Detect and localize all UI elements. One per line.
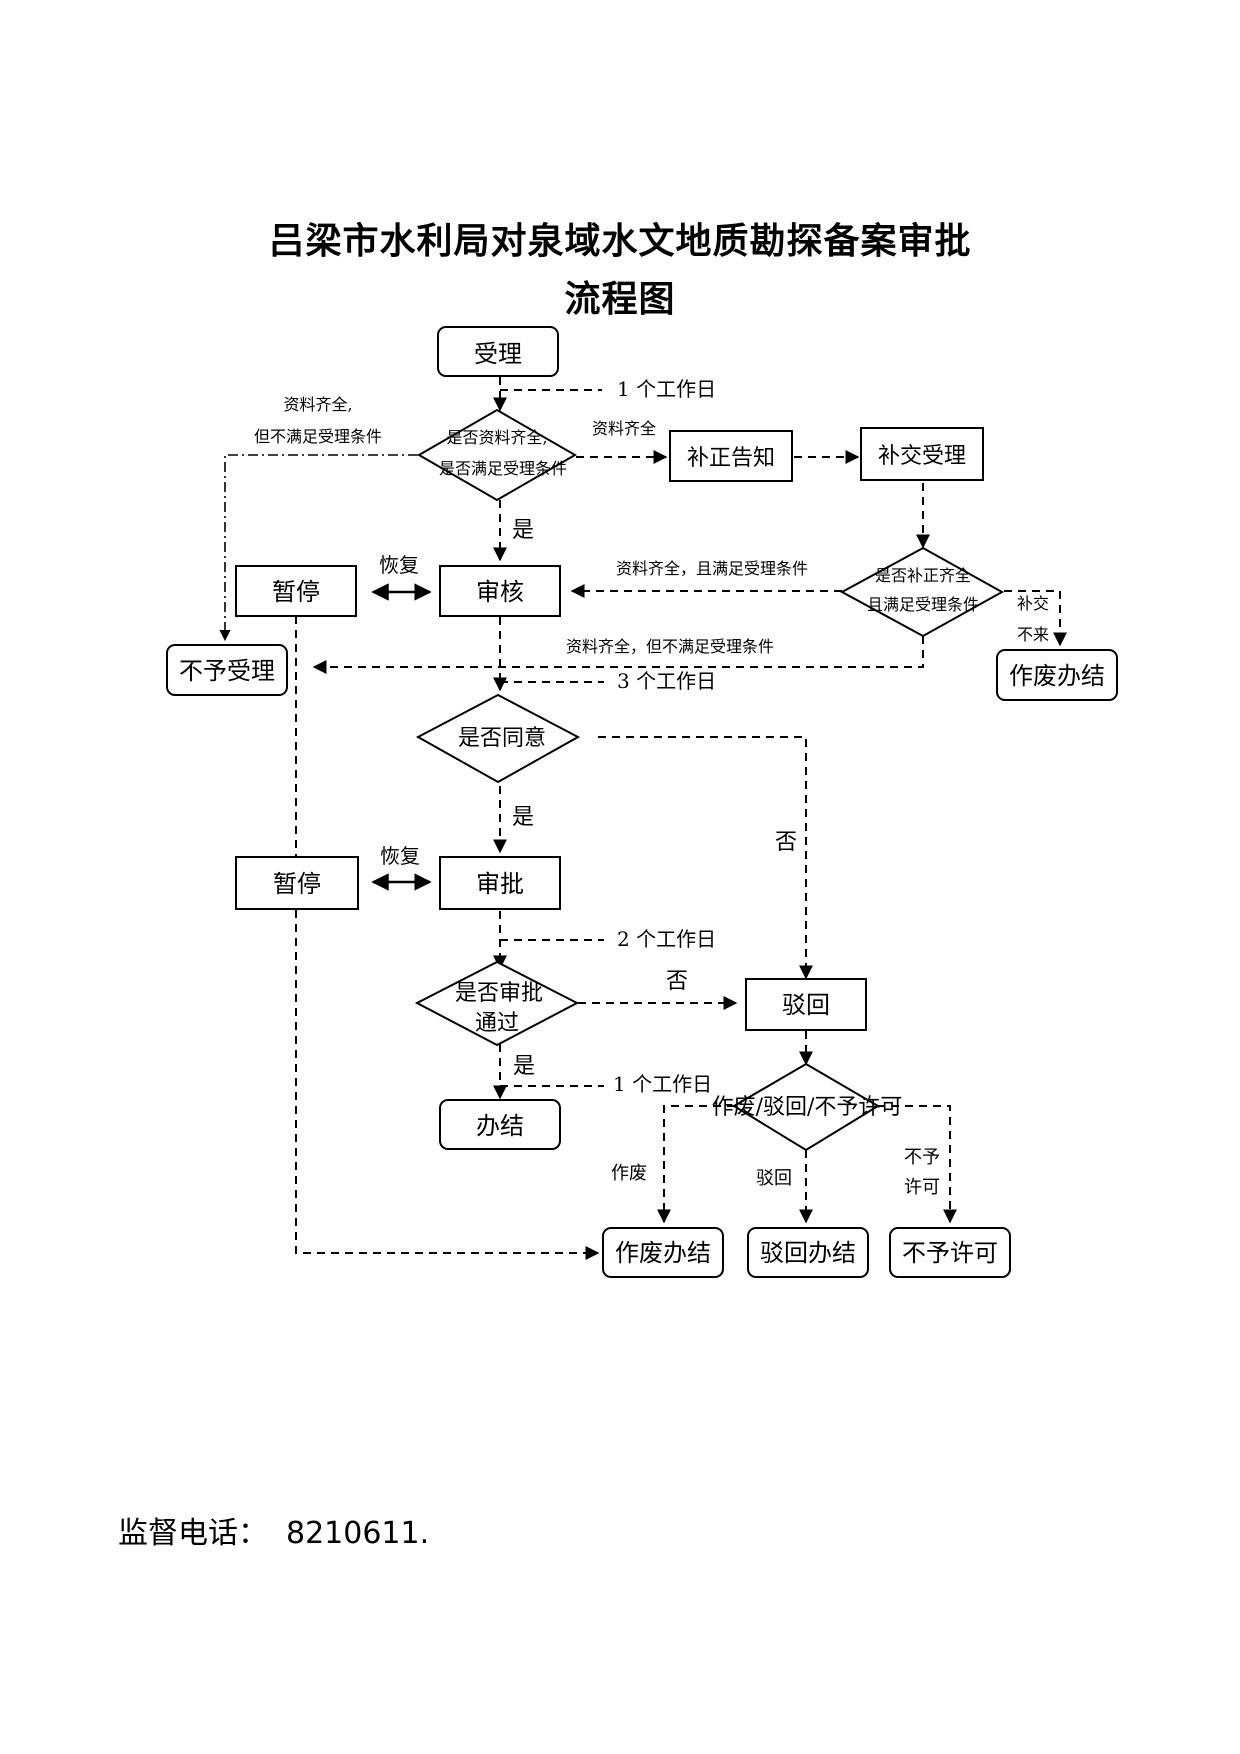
- decision-agree: 是否同意: [415, 693, 581, 784]
- label-yes-2: 是: [512, 805, 534, 830]
- decision-approved: 是否审批 通过: [414, 960, 580, 1047]
- label-deny-2: 许可: [904, 1177, 940, 1198]
- supervision-hotline: 监督电话： 8210611.: [118, 1508, 429, 1552]
- arrow-suspend-to-void: [295, 910, 600, 1260]
- svg-text:审核: 审核: [476, 578, 524, 606]
- svg-text:是否资料齐全,: 是否资料齐全,: [446, 428, 547, 447]
- edge-labels: 1 个工作日 资料齐全, 但不满足受理条件 资料齐全 是 恢复 资料齐全，且满足…: [254, 377, 1049, 1198]
- label-yes-1: 是: [512, 518, 534, 543]
- hotline-number: 8210611.: [286, 1516, 430, 1551]
- svg-text:且满足受理条件: 且满足受理条件: [867, 595, 979, 614]
- page-title: 吕梁市水利局对泉域水文地质勘探备案审批: [268, 221, 972, 262]
- label-resubmit-2: 不来: [1017, 625, 1049, 644]
- decision-check-corrected: 是否补正齐全 且满足受理条件: [839, 546, 1005, 638]
- label-no-1: 否: [775, 830, 797, 855]
- svg-text:审批: 审批: [476, 870, 524, 898]
- label-deny-1: 不予: [904, 1147, 940, 1168]
- label-no-2: 否: [666, 969, 688, 994]
- node-deny: 不予许可: [889, 1227, 1011, 1278]
- label-three-days: 3 个工作日: [617, 669, 716, 693]
- node-void-done-2: 作废办结: [602, 1227, 724, 1278]
- svg-text:不予许可: 不予许可: [902, 1239, 998, 1267]
- arrow-check2-to-reject-accept: [312, 636, 924, 674]
- label-complete-met: 资料齐全，且满足受理条件: [616, 559, 808, 578]
- svg-text:是否审批: 是否审批: [455, 981, 543, 1006]
- node-reject-done: 驳回办结: [747, 1227, 869, 1278]
- arrow-check-to-reject-accept: [219, 454, 418, 642]
- svg-text:作废/驳回/不予许可: 作废/驳回/不予许可: [712, 1095, 903, 1120]
- node-done: 办结: [439, 1099, 561, 1150]
- label-two-days: 2 个工作日: [617, 927, 716, 951]
- svg-text:是否同意: 是否同意: [458, 726, 546, 751]
- svg-text:是否补正齐全: 是否补正齐全: [875, 566, 971, 585]
- label-yes-3: 是: [513, 1054, 535, 1079]
- svg-text:受理: 受理: [474, 340, 522, 368]
- svg-text:暂停: 暂停: [273, 870, 321, 898]
- node-void-done-1: 作废办结: [996, 649, 1118, 701]
- decision-check-complete: 是否资料齐全, 是否满足受理条件: [416, 408, 578, 502]
- node-reject-accept: 不予受理: [166, 644, 288, 696]
- svg-text:补正告知: 补正告知: [687, 446, 775, 471]
- label-reject: 驳回: [756, 1168, 792, 1189]
- label-resume-1: 恢复: [379, 553, 419, 577]
- node-correction-notice: 补正告知: [669, 430, 793, 482]
- label-resume-2: 恢复: [380, 844, 420, 868]
- svg-text:驳回: 驳回: [782, 991, 830, 1019]
- svg-text:暂停: 暂停: [272, 578, 320, 606]
- arrow-check2-to-void: [1004, 590, 1067, 647]
- svg-text:驳回办结: 驳回办结: [760, 1239, 856, 1267]
- node-suspend-2: 暂停: [235, 856, 359, 910]
- label-resubmit-1: 补交: [1017, 594, 1049, 613]
- label-complete-not-met-2: 但不满足受理条件: [254, 427, 382, 446]
- label-complete-not-met-1: 资料齐全,: [283, 395, 352, 414]
- svg-text:是否满足受理条件: 是否满足受理条件: [439, 459, 567, 478]
- label-complete-not-met-3: 资料齐全，但不满足受理条件: [566, 637, 774, 656]
- node-approve: 审批: [439, 856, 561, 910]
- label-complete: 资料齐全: [592, 419, 656, 438]
- node-accept: 受理: [437, 326, 559, 377]
- node-suspend-1: 暂停: [235, 565, 357, 617]
- node-review: 审核: [439, 565, 561, 617]
- svg-text:通过: 通过: [475, 1011, 519, 1036]
- arrow-agree-to-reject: [598, 736, 813, 980]
- svg-text:作废办结: 作废办结: [615, 1239, 711, 1267]
- page-subtitle: 流程图: [564, 279, 676, 320]
- connectors: [219, 377, 1067, 1260]
- label-one-day-2: 1 个工作日: [613, 1072, 712, 1096]
- arrow-final-to-void: [657, 1105, 735, 1224]
- arrow-final-to-deny: [877, 1105, 957, 1224]
- node-resubmit-accept: 补交受理: [860, 427, 984, 481]
- hotline-label: 监督电话：: [118, 1516, 268, 1551]
- svg-text:办结: 办结: [476, 1112, 524, 1140]
- svg-text:不予受理: 不予受理: [179, 657, 275, 685]
- svg-text:补交受理: 补交受理: [878, 444, 966, 469]
- svg-text:作废办结: 作废办结: [1009, 662, 1105, 690]
- decision-void-reject-deny: 作废/驳回/不予许可: [712, 1062, 903, 1152]
- node-reject: 驳回: [745, 978, 867, 1031]
- label-one-day-1: 1 个工作日: [617, 377, 716, 401]
- label-void: 作废: [611, 1163, 647, 1184]
